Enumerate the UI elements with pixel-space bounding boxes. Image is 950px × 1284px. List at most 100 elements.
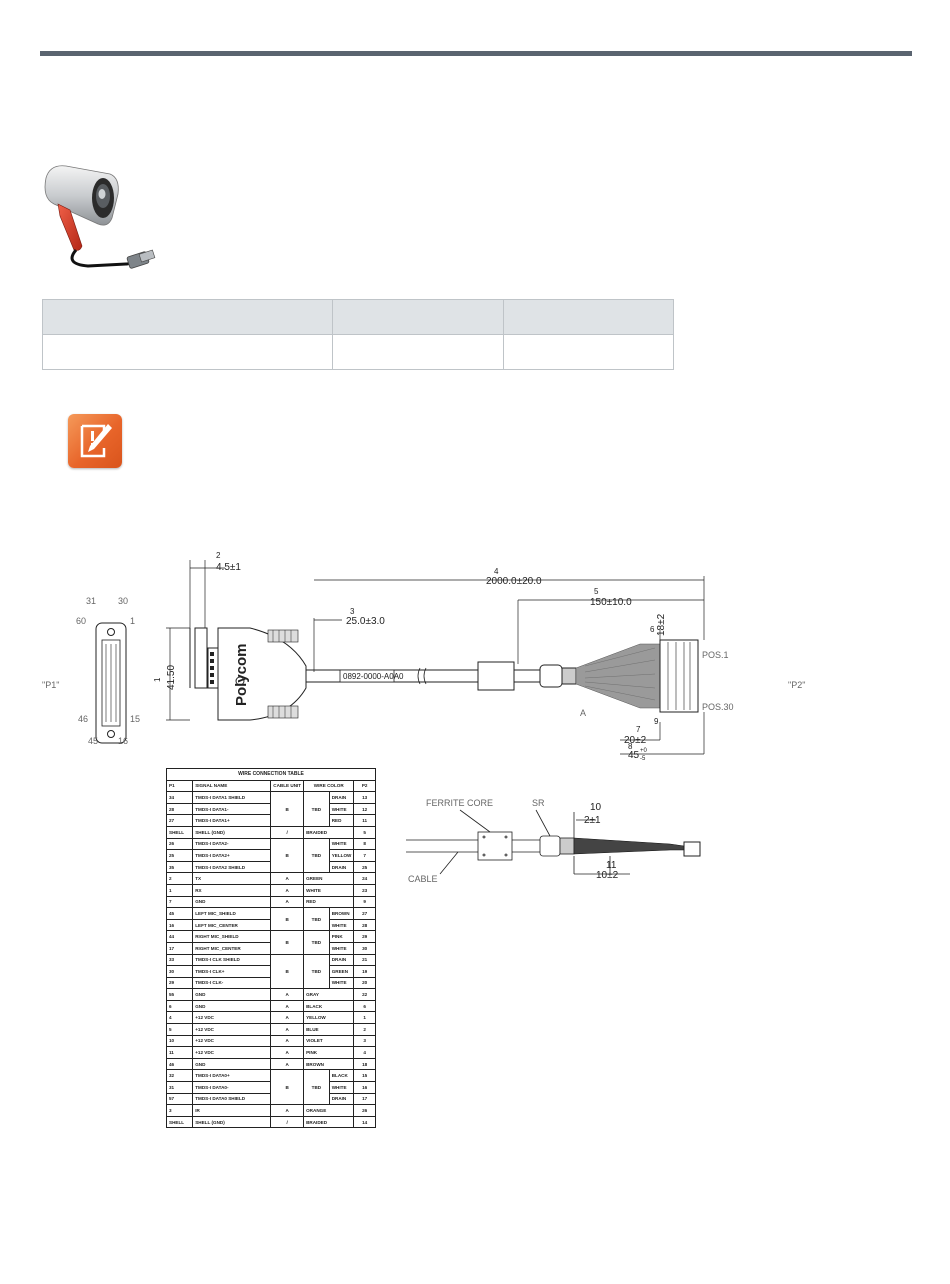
p1-pin-1: 1 — [130, 616, 135, 626]
wire-p1-cell: 44 — [165, 930, 194, 943]
wire-p2-cell: 20 — [353, 976, 376, 990]
p1-pin-grid — [105, 644, 117, 722]
dim-4-num: 4 — [494, 567, 499, 576]
p1-pin-31: 31 — [86, 596, 96, 606]
wire-p2-cell: 1 — [353, 1011, 376, 1025]
wire-unit-cell: B — [270, 953, 305, 990]
wire-signal-cell: GND — [192, 1057, 272, 1071]
dim-1-value: 41.50 — [166, 665, 177, 690]
dim-1-num: 1 — [153, 677, 162, 682]
wire-p2-cell: 30 — [353, 941, 376, 955]
cable-label: CABLE — [408, 874, 438, 884]
wire-unit-cell: A — [270, 1023, 305, 1036]
wire-p1-cell: 1 — [165, 883, 194, 897]
wire-color-cell: RED — [303, 895, 355, 909]
wire-p1-cell: 4 — [165, 1011, 194, 1025]
wire-p1-cell: 6 — [165, 999, 194, 1013]
wire-p1-cell: 34 — [165, 791, 194, 804]
dim-3-value: 25.0±3.0 — [346, 616, 385, 627]
wire-p2-cell: 21 — [353, 953, 376, 967]
wire-p1-cell: 17 — [165, 941, 194, 955]
wire-p1-cell: 3 — [165, 1104, 194, 1117]
wire-color-cell: BRAIDED — [303, 1115, 355, 1129]
wire-color-cell: YELLOW — [328, 849, 355, 862]
wire-unit-cell: B — [270, 907, 305, 932]
wire-unit-cell: B — [270, 1069, 305, 1106]
wire-p1-cell: 27 — [165, 814, 194, 827]
wire-color-cell: BROWN — [303, 1057, 355, 1071]
wire-signal-cell: LEFT MIC_SHIELD — [192, 907, 272, 920]
wire-signal-cell: +12 VDC — [192, 1046, 272, 1059]
wire-tbd-cell: TBD — [303, 953, 330, 990]
wire-signal-cell: TMDS-I DATA1+ — [192, 814, 272, 827]
wire-p2-cell: 23 — [353, 883, 376, 897]
wire-signal-cell: SHELL (GND) — [192, 825, 272, 839]
dim-8-tol-lower: -5 — [640, 756, 646, 762]
wire-signal-cell: GND — [192, 895, 272, 909]
wire-p1-cell: 7 — [165, 895, 194, 909]
wire-p2-cell: 19 — [353, 965, 376, 978]
wire-p1-cell: 2 — [165, 872, 194, 885]
part-info-cell — [503, 334, 674, 370]
wire-p2-cell: 28 — [353, 918, 376, 932]
p1-pin-15: 15 — [130, 714, 140, 724]
wire-signal-cell: TMDS-I DATA2- — [192, 837, 272, 851]
part-info-header-cell — [503, 299, 674, 335]
p1-side-view: Polycom — [189, 627, 307, 721]
wire-signal-cell: GND — [192, 988, 272, 1001]
ferrite-detail-drawing: FERRITE CORE SR CABLE 10 2±1 11 10±2 — [406, 798, 701, 884]
dim-9-num: 9 — [654, 717, 659, 726]
wire-tbd-cell: TBD — [303, 791, 330, 827]
wire-p2-cell: 13 — [353, 791, 376, 804]
wire-p2-cell: 12 — [353, 802, 376, 816]
wire-p2-cell: 24 — [353, 872, 376, 885]
wire-unit-cell: B — [270, 930, 305, 955]
dim-5-value: 150±10.0 — [590, 597, 632, 608]
wire-unit-cell: B — [270, 791, 305, 827]
wire-unit-cell: / — [270, 825, 305, 839]
wire-unit-cell: A — [270, 1011, 305, 1025]
wire-signal-cell: IR — [192, 1104, 272, 1117]
dim-10-value: 2±1 — [584, 815, 601, 826]
wire-color-cell: WHITE — [328, 941, 355, 955]
wire-signal-cell: TMDS-I CLK- — [192, 976, 272, 990]
wire-table-header-row: P1 SIGNAL NAME CABLE UNIT WIRE COLOR P2 — [165, 779, 376, 793]
polycom-brand-text: Polycom — [233, 643, 250, 706]
wire-color-cell: GREEN — [328, 965, 355, 978]
wire-p1-cell: 55 — [165, 988, 194, 1001]
dim-6-num: 6 — [650, 625, 655, 634]
wire-unit-cell: B — [270, 837, 305, 874]
top-rule — [40, 51, 912, 56]
wire-p1-cell: 11 — [165, 1046, 194, 1059]
wire-color-cell: RED — [328, 814, 355, 827]
pos30-label: POS.30 — [702, 702, 734, 712]
wire-unit-cell: A — [270, 895, 305, 909]
wire-p2-cell: 26 — [353, 1104, 376, 1117]
wire-color-cell: WHITE — [328, 1081, 355, 1094]
wire-signal-cell: TMDS-I DATA1 SHIELD — [192, 791, 272, 804]
cable-body: 0892-0000-A0A0 — [306, 639, 699, 713]
wire-p2-cell: 15 — [353, 1069, 376, 1083]
wire-signal-cell: TMDS-I DATA0+ — [192, 1069, 272, 1083]
wire-p2-cell: 16 — [353, 1081, 376, 1094]
dim-8-num: 8 — [628, 742, 633, 751]
wire-color-cell: WHITE — [328, 802, 355, 816]
wire-color-cell: WHITE — [328, 837, 355, 851]
wire-unit-cell: A — [270, 999, 305, 1013]
wire-unit-cell: A — [270, 988, 305, 1001]
wire-color-cell: BLACK — [328, 1069, 355, 1083]
